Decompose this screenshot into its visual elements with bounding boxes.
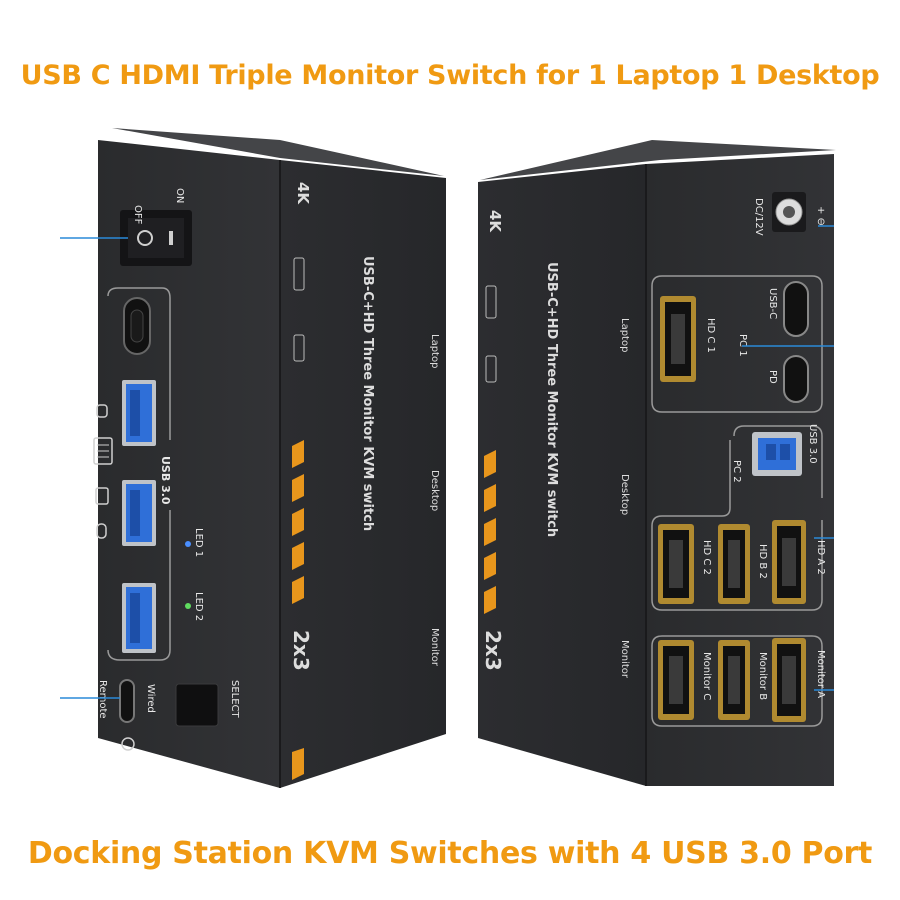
left-usb-logo [293,257,305,291]
monitor-b-label: Monitor B [757,652,768,700]
left-monitor-label: Monitor [429,628,440,667]
hdmi-a2-port[interactable] [772,520,806,604]
dc-polarity-icon: + ⊖ [815,206,826,226]
right-description: USB-C+HD Three Monitor KVM switch [544,262,559,537]
hd-c2-label: HD C 2 [701,540,712,575]
left-4k-badge: 4K [294,182,312,205]
right-model-label: 2x3 [481,630,505,671]
led-1-label: LED 1 [193,528,204,557]
select-button[interactable] [175,683,219,727]
hd-a2-label: HD A 2 [815,540,826,575]
remote-label: Remote [97,680,108,719]
pc2-label: PC 2 [731,460,742,483]
right-hdmi-logo [485,355,497,383]
pc2-group-frame [651,520,823,611]
right-monitor-label: Monitor [619,640,630,679]
power-on-label: ON [174,188,185,203]
usb3-label: USB 3.0 [159,456,172,505]
left-model-label: 2x3 [289,630,313,671]
led-2-indicator [185,603,191,609]
left-hdmi-logo [293,334,305,362]
monitor-b-port[interactable] [718,640,750,720]
usb30-label: USB 3.0 [807,424,818,464]
pc1-group-frame [651,275,823,413]
wired-label: Wired [145,684,156,713]
led-2-label: LED 2 [193,592,204,621]
monitor-c-label: Monitor C [701,652,712,700]
left-accent-stripes [292,440,304,780]
mouse-icon [96,404,108,418]
rear-usbc-port[interactable] [783,281,809,337]
right-usb-logo [485,285,497,319]
power-on-icon [169,231,173,245]
bottom-headline: Docking Station KVM Switches with 4 USB … [27,836,873,871]
keyboard-icon [93,437,113,465]
top-headline: USB C HDMI Triple Monitor Switch for 1 L… [20,60,880,91]
power-off-icon [137,230,153,246]
camera-icon [96,523,107,539]
usb-b-port[interactable] [752,432,802,476]
remote-icon [121,737,135,751]
right-device-top [480,140,836,180]
right-side-panel [478,164,646,786]
right-laptop-label: Laptop [619,318,630,352]
left-device-top [112,128,444,176]
left-desktop-label: Desktop [429,470,440,511]
power-off-label: OFF [132,205,143,225]
pd-label: PD [767,370,778,384]
printer-icon [95,487,109,505]
left-description: USB-C+HD Three Monitor KVM switch [360,256,375,531]
monitor-a-label: Monitor A [815,650,826,698]
hdmi-c1-port[interactable] [660,296,696,382]
hdmi-c2-port[interactable] [658,524,694,604]
hdmi-b2-port[interactable] [718,524,750,604]
select-label: SELECT [229,680,240,719]
usbc-label: USB-C [767,288,778,319]
left-device: OFF ON USB 3.0 [60,128,446,788]
front-usb3-port-2[interactable] [122,480,156,546]
left-side-panel [280,160,446,788]
left-laptop-label: Laptop [429,334,440,368]
hd-b2-label: HD B 2 [757,544,768,579]
right-device: DC/12V + ⊖ HD C 1 PC 1 USB-C PD USB 3.0 … [478,140,836,786]
right-desktop-label: Desktop [619,474,630,515]
monitor-c-port[interactable] [658,640,694,720]
front-usb3-port-1[interactable] [122,380,156,446]
monitor-a-port[interactable] [772,638,806,722]
hd-c1-label: HD C 1 [705,318,716,353]
led-1-indicator [185,541,191,547]
monitor-group-frame [651,635,823,727]
pd-port[interactable] [783,355,809,403]
wired-remote-port[interactable] [119,679,135,723]
dc-label: DC/12V [753,198,764,236]
right-4k-badge: 4K [486,210,504,233]
front-usb3-port-3[interactable] [122,583,156,653]
right-accent-stripes [484,450,496,614]
